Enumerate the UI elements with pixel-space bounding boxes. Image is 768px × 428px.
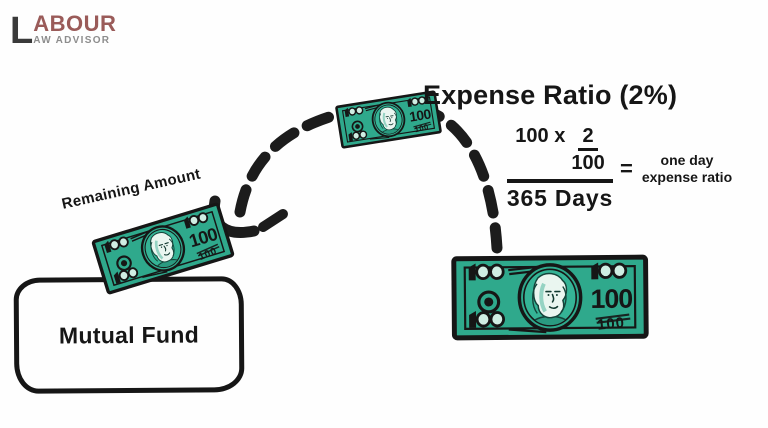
logo-subtitle: AW ADVISOR: [33, 35, 111, 46]
numerator-prefix: 100 x: [515, 125, 566, 147]
inner-fraction: 2 100: [571, 125, 604, 175]
mutual-fund-label: Mutual Fund: [58, 321, 200, 348]
inner-fraction-numerator: 2: [578, 125, 598, 151]
mutual-fund-box: Mutual Fund: [13, 276, 245, 394]
inner-fraction-denominator: 100: [571, 152, 605, 174]
fraction-bar: [507, 179, 613, 183]
result-line2: expense ratio: [641, 169, 733, 185]
formula-denominator: 365 Days: [506, 185, 614, 211]
expense-bill: [451, 253, 650, 342]
labour-law-advisor-logo: L ABOUR AW ADVISOR: [10, 10, 117, 52]
formula-numerator: 100 x 2 100: [515, 125, 604, 175]
expense-ratio-formula: 100 x 2 100 365 Days: [505, 125, 615, 212]
logo-word: ABOUR: [33, 11, 117, 36]
result-line1: one day: [660, 152, 714, 168]
arc-stray-dash: [258, 209, 288, 232]
equals-sign: =: [620, 156, 633, 181]
formula-result: = one day expense ratio: [620, 152, 732, 186]
logo-initial-letter: L: [10, 10, 33, 52]
page-title: Expense Ratio (2%): [423, 80, 678, 110]
